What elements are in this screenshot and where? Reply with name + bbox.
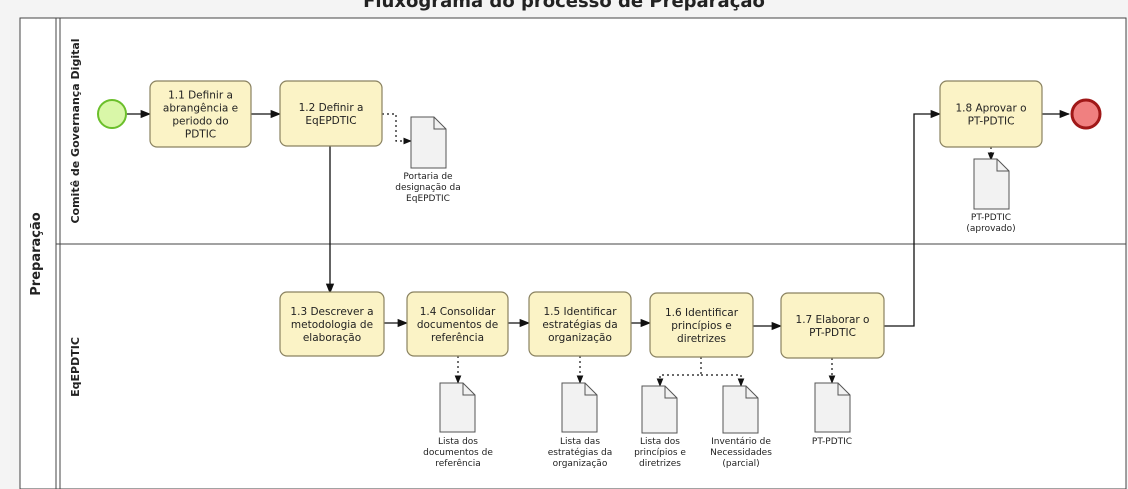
- label-line: Necessidades: [710, 448, 772, 458]
- label-line: 1.1 Definir a: [168, 90, 233, 102]
- assoc-t16-d16b: [701, 374, 745, 387]
- label-line: documentos de: [423, 448, 493, 458]
- label-line: referência: [431, 332, 484, 344]
- sequence-flows: [127, 109, 1071, 331]
- label-line: designação da: [395, 183, 460, 193]
- pool-label: Preparação: [29, 212, 44, 295]
- end-event[interactable]: [1070, 98, 1102, 130]
- label-line: PT-PDTIC: [809, 327, 856, 339]
- start-event[interactable]: [97, 99, 127, 129]
- label-line: PT-PDTIC: [971, 213, 1011, 223]
- label-line: princípios e: [671, 320, 732, 332]
- label-line: referência: [435, 458, 480, 469]
- label-line: PT-PDTIC: [968, 116, 1015, 128]
- label-line: 1.8 Aprovar o: [955, 103, 1026, 115]
- data-associations: [382, 113, 995, 387]
- doc-label: PT-PDTIC: [812, 437, 852, 447]
- label-line: Portaria de: [403, 172, 453, 182]
- label-line: Lista das: [560, 437, 600, 447]
- label-line: metodologia de: [291, 319, 373, 331]
- label-line: (aprovado): [966, 224, 1015, 234]
- assoc-t12-d12: [382, 113, 412, 145]
- label-line: abrangência e: [163, 103, 238, 115]
- diagram-title: Fluxograma do processo de Preparação: [363, 0, 765, 12]
- label-line: Inventário de: [711, 437, 771, 447]
- label-line: princípios e: [634, 448, 686, 458]
- label-line: elaboração: [303, 332, 361, 344]
- label-line: Lista dos: [640, 437, 680, 447]
- label-line: diretrizes: [677, 333, 726, 345]
- doc-label: PT-PDTIC(aprovado): [966, 213, 1015, 234]
- doc-pt-pdtic[interactable]: PT-PDTIC: [812, 382, 852, 447]
- label-line: (parcial): [722, 459, 759, 469]
- label-line: diretrizes: [639, 459, 681, 469]
- flow-t17-t18: [884, 109, 942, 327]
- label-line: Lista dos: [438, 437, 478, 447]
- label-line: PT-PDTIC: [812, 437, 852, 447]
- label-line: PDTIC: [185, 129, 216, 141]
- label-line: EqEPDTIC: [305, 115, 356, 127]
- label-line: documentos de: [417, 319, 498, 331]
- label-line: EqEPDTIC: [406, 194, 450, 204]
- doc-pt-pdtic-aprovado[interactable]: PT-PDTIC(aprovado): [966, 158, 1016, 234]
- label-line: 1.2 Definir a: [299, 102, 364, 114]
- lane-label-comite: Comitê de Governança Digital: [69, 38, 82, 223]
- label-line: estratégias da: [548, 447, 613, 458]
- label-line: estratégias da: [542, 319, 617, 331]
- label-line: 1.5 Identificar: [543, 306, 617, 318]
- label-line: periodo do: [172, 116, 228, 128]
- label-line: 1.3 Descrever a: [290, 306, 373, 318]
- lane-label-eqepdtic: EqEPDTIC: [69, 337, 82, 397]
- label-line: 1.4 Consolidar: [420, 306, 496, 318]
- label-line: organização: [548, 332, 612, 344]
- label-line: 1.7 Elaborar o: [796, 314, 870, 326]
- label-line: organização: [553, 459, 608, 469]
- label-line: 1.6 Identificar: [665, 307, 739, 319]
